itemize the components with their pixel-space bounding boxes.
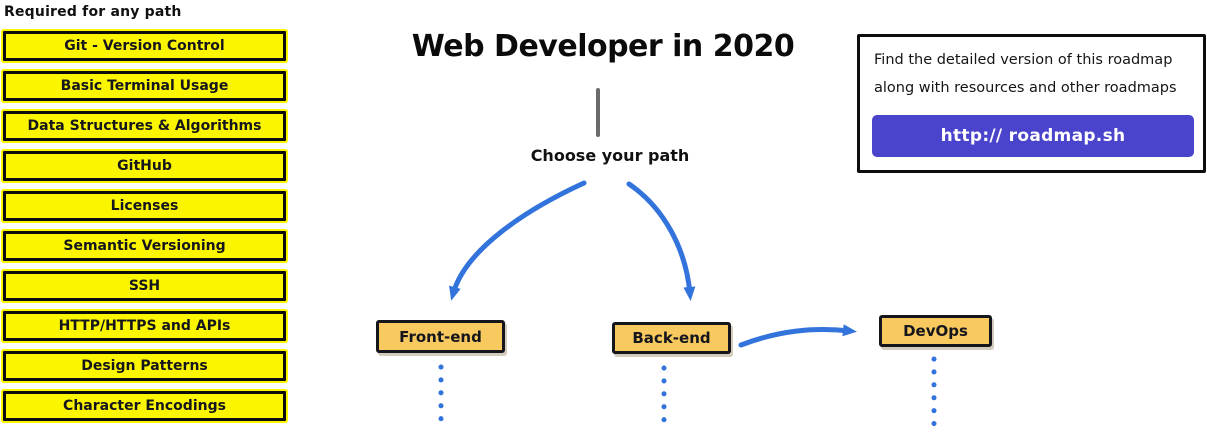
topic-label: GitHub xyxy=(117,158,172,174)
info-line-1: Find the detailed version of this roadma… xyxy=(874,52,1173,68)
topic-label: HTTP/HTTPS and APIs xyxy=(58,318,231,334)
page-title: Web Developer in 2020 xyxy=(411,29,795,64)
topic-box-http[interactable]: HTTP/HTTPS and APIs xyxy=(3,311,286,341)
path-label: Back-end xyxy=(632,329,711,347)
arrow-backend-to-devops xyxy=(738,324,857,348)
topic-box-design-patterns[interactable]: Design Patterns xyxy=(3,351,286,381)
path-box-devops[interactable]: DevOps xyxy=(879,315,992,347)
required-section: Required for any path Git - Version Cont… xyxy=(3,4,289,431)
topic-box-licenses[interactable]: Licenses xyxy=(3,191,286,221)
arrow-to-frontend xyxy=(449,180,587,301)
arrow-to-backend xyxy=(626,181,696,301)
roadmap-url-button[interactable]: http:// roadmap.sh xyxy=(872,115,1194,157)
topic-label: Design Patterns xyxy=(81,358,208,374)
info-line-2: along with resources and other roadmaps xyxy=(874,80,1177,96)
topic-box-dsa[interactable]: Data Structures & Algorithms xyxy=(3,111,286,141)
topic-label: SSH xyxy=(128,278,161,294)
topic-label: Git - Version Control xyxy=(64,38,225,54)
topic-box-git[interactable]: Git - Version Control xyxy=(3,31,286,61)
stem-line xyxy=(596,88,600,137)
topic-label: Licenses xyxy=(110,198,179,214)
topic-label: Basic Terminal Usage xyxy=(60,78,229,94)
info-box: Find the detailed version of this roadma… xyxy=(857,34,1206,173)
path-box-backend[interactable]: Back-end xyxy=(612,322,731,354)
required-header: Required for any path xyxy=(4,4,182,20)
path-label: Front-end xyxy=(399,327,482,346)
topic-label: Data Structures & Algorithms xyxy=(27,118,262,134)
topic-box-terminal[interactable]: Basic Terminal Usage xyxy=(3,71,286,101)
path-box-frontend[interactable]: Front-end xyxy=(376,320,505,353)
topic-box-semver[interactable]: Semantic Versioning xyxy=(3,231,286,261)
topic-label: Character Encodings xyxy=(63,398,226,414)
path-label: DevOps xyxy=(903,322,968,340)
topic-box-github[interactable]: GitHub xyxy=(3,151,286,181)
topic-box-encodings[interactable]: Character Encodings xyxy=(3,391,286,421)
topic-box-ssh[interactable]: SSH xyxy=(3,271,286,301)
choose-your-path-label: Choose your path xyxy=(530,146,690,165)
topic-label: Semantic Versioning xyxy=(63,238,226,254)
